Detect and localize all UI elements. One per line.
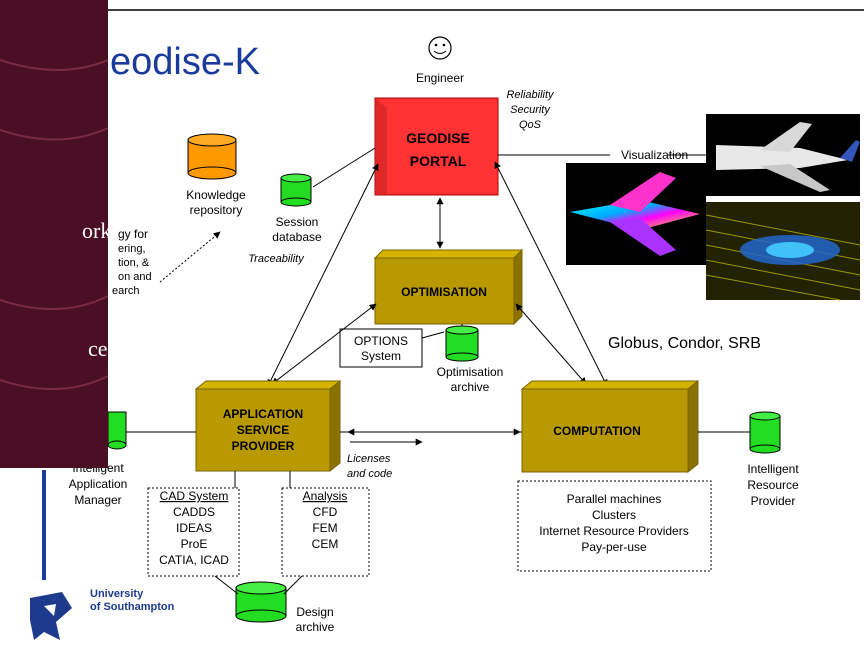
portal-line2: PORTAL — [410, 153, 467, 169]
visualization-label: Visualization — [621, 148, 688, 162]
sidebar-fragment-1: ork — [82, 218, 112, 243]
iam-line2: Application — [69, 477, 128, 491]
application-manager-cylinder — [107, 411, 127, 450]
sidebar-fragment-2: ce — [88, 336, 108, 361]
optimisation-asp-arrow — [271, 303, 377, 385]
irp-line1: Intelligent — [747, 462, 799, 476]
engineer-label: Engineer — [416, 71, 464, 85]
optimisation-computation-arrow — [515, 303, 587, 385]
cad-item: ProE — [181, 537, 208, 551]
globus-label: Globus, Condor, SRB — [608, 335, 761, 352]
resources-box: Parallel machines Clusters Internet Reso… — [517, 480, 712, 572]
university-line2: of Southampton — [90, 601, 175, 613]
application-service-provider-box: APPLICATION SERVICE PROVIDER — [194, 379, 342, 473]
computation-label: COMPUTATION — [553, 424, 641, 438]
cad-system-box: CAD System CADDS IDEAS ProE CATIA, ICAD — [147, 487, 240, 577]
optarchive-line1: Optimisation — [437, 365, 504, 379]
qos-text: QoS — [519, 119, 542, 131]
session-database-cylinder — [280, 173, 312, 207]
options-line1: OPTIONS — [354, 334, 408, 348]
licenses-line2: and code — [347, 468, 392, 480]
security-text: Security — [510, 104, 551, 116]
ontology-line3: tion, & — [118, 257, 150, 269]
university-logo — [30, 592, 72, 640]
analysis-item: CFD — [313, 505, 338, 519]
asp-line2: SERVICE — [237, 423, 289, 437]
analysis-item: FEM — [312, 521, 337, 535]
iam-line3: Manager — [74, 493, 121, 507]
computation-box: COMPUTATION — [520, 379, 700, 474]
asp-line1: APPLICATION — [223, 407, 303, 421]
cad-item: CADDS — [173, 505, 215, 519]
knowledge-repository-cylinder — [187, 133, 237, 180]
ontology-line2: ering, — [118, 243, 146, 255]
slide-title: eodise-K — [110, 41, 260, 83]
ontology-line1: gy for — [118, 227, 148, 241]
airplane-photo-image — [706, 114, 860, 196]
resource-item: Parallel machines — [567, 492, 662, 506]
irp-line3: Provider — [751, 494, 796, 508]
university-line1: University — [90, 588, 144, 600]
left-accent-bar — [42, 470, 46, 580]
optarchive-line2: archive — [451, 380, 490, 394]
cad-header: CAD System — [160, 489, 229, 503]
reliability-text: Reliability — [506, 89, 555, 101]
optimisation-label: OPTIMISATION — [401, 285, 487, 299]
geodise-portal-box: GEODISE PORTAL — [374, 97, 499, 196]
analysis-item: CEM — [312, 537, 339, 551]
wireframe-plane-image — [705, 202, 861, 301]
cad-item: IDEAS — [176, 521, 212, 535]
ontology-text-block: gy for ering, tion, & on and earch — [112, 227, 152, 297]
sidebar-overlay-panel: ork ce — [0, 0, 112, 468]
knowledge-line2: repository — [190, 203, 243, 217]
analysis-header: Analysis — [303, 489, 348, 503]
portal-computation-arrow — [494, 161, 608, 387]
resource-item: Pay-per-use — [581, 540, 647, 554]
asp-line3: PROVIDER — [232, 439, 295, 453]
cad-item: CATIA, ICAD — [159, 553, 229, 567]
knowledge-line1: Knowledge — [186, 188, 246, 202]
resource-provider-cylinder — [749, 411, 781, 454]
traceability-text: Traceability — [248, 253, 305, 265]
session-portal-link — [312, 147, 376, 188]
portal-line1: GEODISE — [406, 130, 470, 146]
resource-item: Clusters — [592, 508, 636, 522]
licenses-line1: Licenses — [347, 453, 391, 465]
sidebar-swooshes — [0, 59, 108, 391]
design-line1: Design — [296, 605, 333, 619]
ontology-arrow — [159, 231, 221, 283]
session-line2: database — [272, 230, 322, 244]
design-line2: archive — [296, 620, 335, 634]
analysis-box: Analysis CFD FEM CEM — [281, 487, 370, 577]
irp-line2: Resource — [747, 478, 799, 492]
ontology-line4: on and — [118, 271, 152, 283]
session-line1: Session — [276, 215, 319, 229]
optimisation-box: OPTIMISATION — [373, 248, 524, 326]
cfd-plane-image — [566, 163, 706, 265]
engineer-icon — [428, 36, 452, 60]
design-archive-cylinder — [235, 581, 287, 623]
options-system-box: OPTIONS System — [339, 328, 423, 368]
resource-item: Internet Resource Providers — [539, 524, 688, 538]
ontology-line5: earch — [112, 285, 140, 297]
optimisation-archive-cylinder — [445, 325, 479, 362]
options-line2: System — [361, 349, 401, 363]
